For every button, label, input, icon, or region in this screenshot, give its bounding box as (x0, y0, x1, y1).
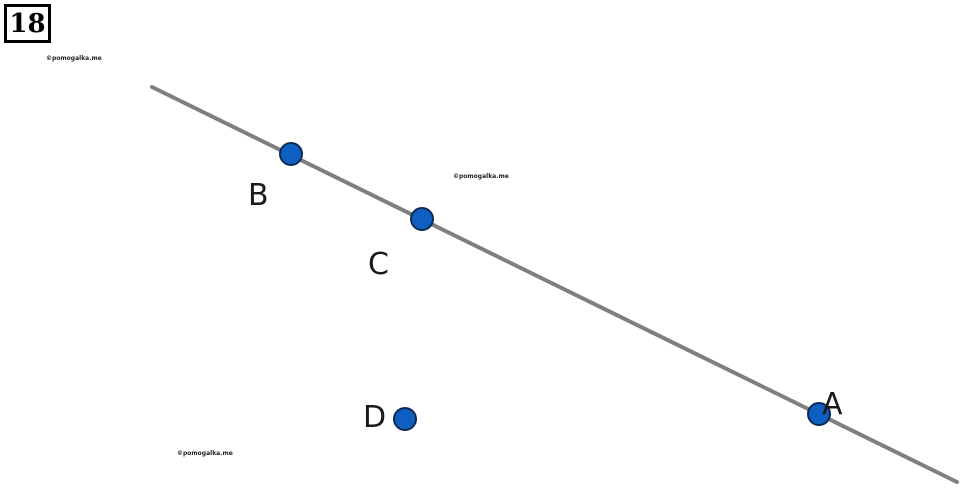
straight-line (150, 85, 959, 484)
label-a: A (822, 387, 843, 422)
label-b: B (248, 178, 269, 213)
point-d (393, 407, 417, 431)
point-b (279, 142, 303, 166)
label-c: C (368, 247, 389, 282)
label-d: D (363, 400, 386, 435)
point-a (807, 402, 831, 426)
point-c (410, 207, 434, 231)
problem-number: 18 (9, 8, 46, 39)
watermark-center: ©pomogalka.me (453, 173, 509, 180)
watermark-bottom-left: ©pomogalka.me (177, 450, 233, 457)
problem-number-badge: 18 (4, 4, 51, 43)
watermark-top-left: ©pomogalka.me (46, 55, 102, 62)
